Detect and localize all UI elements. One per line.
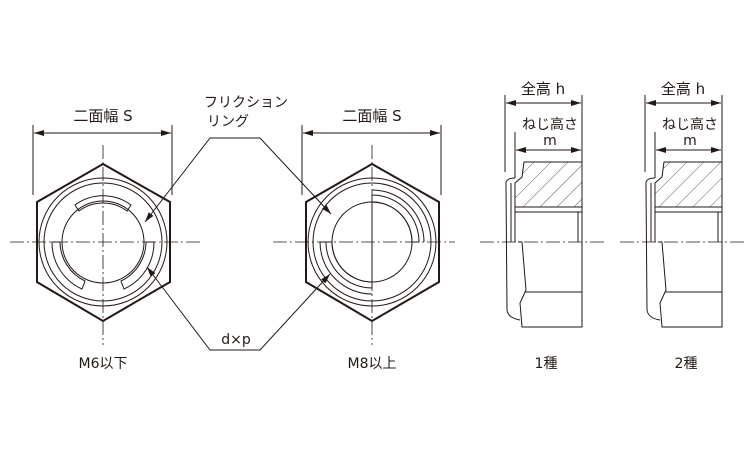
- caption-type2: 2種: [674, 356, 698, 372]
- friction-ring-label: フリクション: [204, 95, 288, 111]
- side-view-type1: [480, 95, 605, 328]
- thread-spec-label: d×p: [221, 332, 251, 348]
- front-view-m6: [10, 125, 200, 345]
- total-height-label: 全高 h: [520, 80, 566, 98]
- thread-height-symbol: m: [543, 133, 557, 149]
- total-height-label: 全高 h: [660, 80, 706, 98]
- friction-ring-leader: [144, 137, 332, 223]
- width-across-flats-label: 二面幅 S: [342, 107, 402, 125]
- side-view-type2: [620, 95, 745, 328]
- thread-height-label: ねじ高さ: [662, 117, 718, 133]
- caption-type1: 1種: [534, 356, 558, 372]
- front-view-m8: [273, 125, 455, 345]
- caption-m6: M6以下: [78, 356, 128, 372]
- thread-height-label: ねじ高さ: [522, 117, 578, 133]
- caption-m8: M8以上: [347, 356, 397, 372]
- thread-spec-leader: [146, 266, 331, 351]
- width-across-flats-label: 二面幅 S: [73, 107, 133, 125]
- thread-height-symbol: m: [683, 133, 697, 149]
- friction-ring-label-line2: リング: [207, 114, 249, 130]
